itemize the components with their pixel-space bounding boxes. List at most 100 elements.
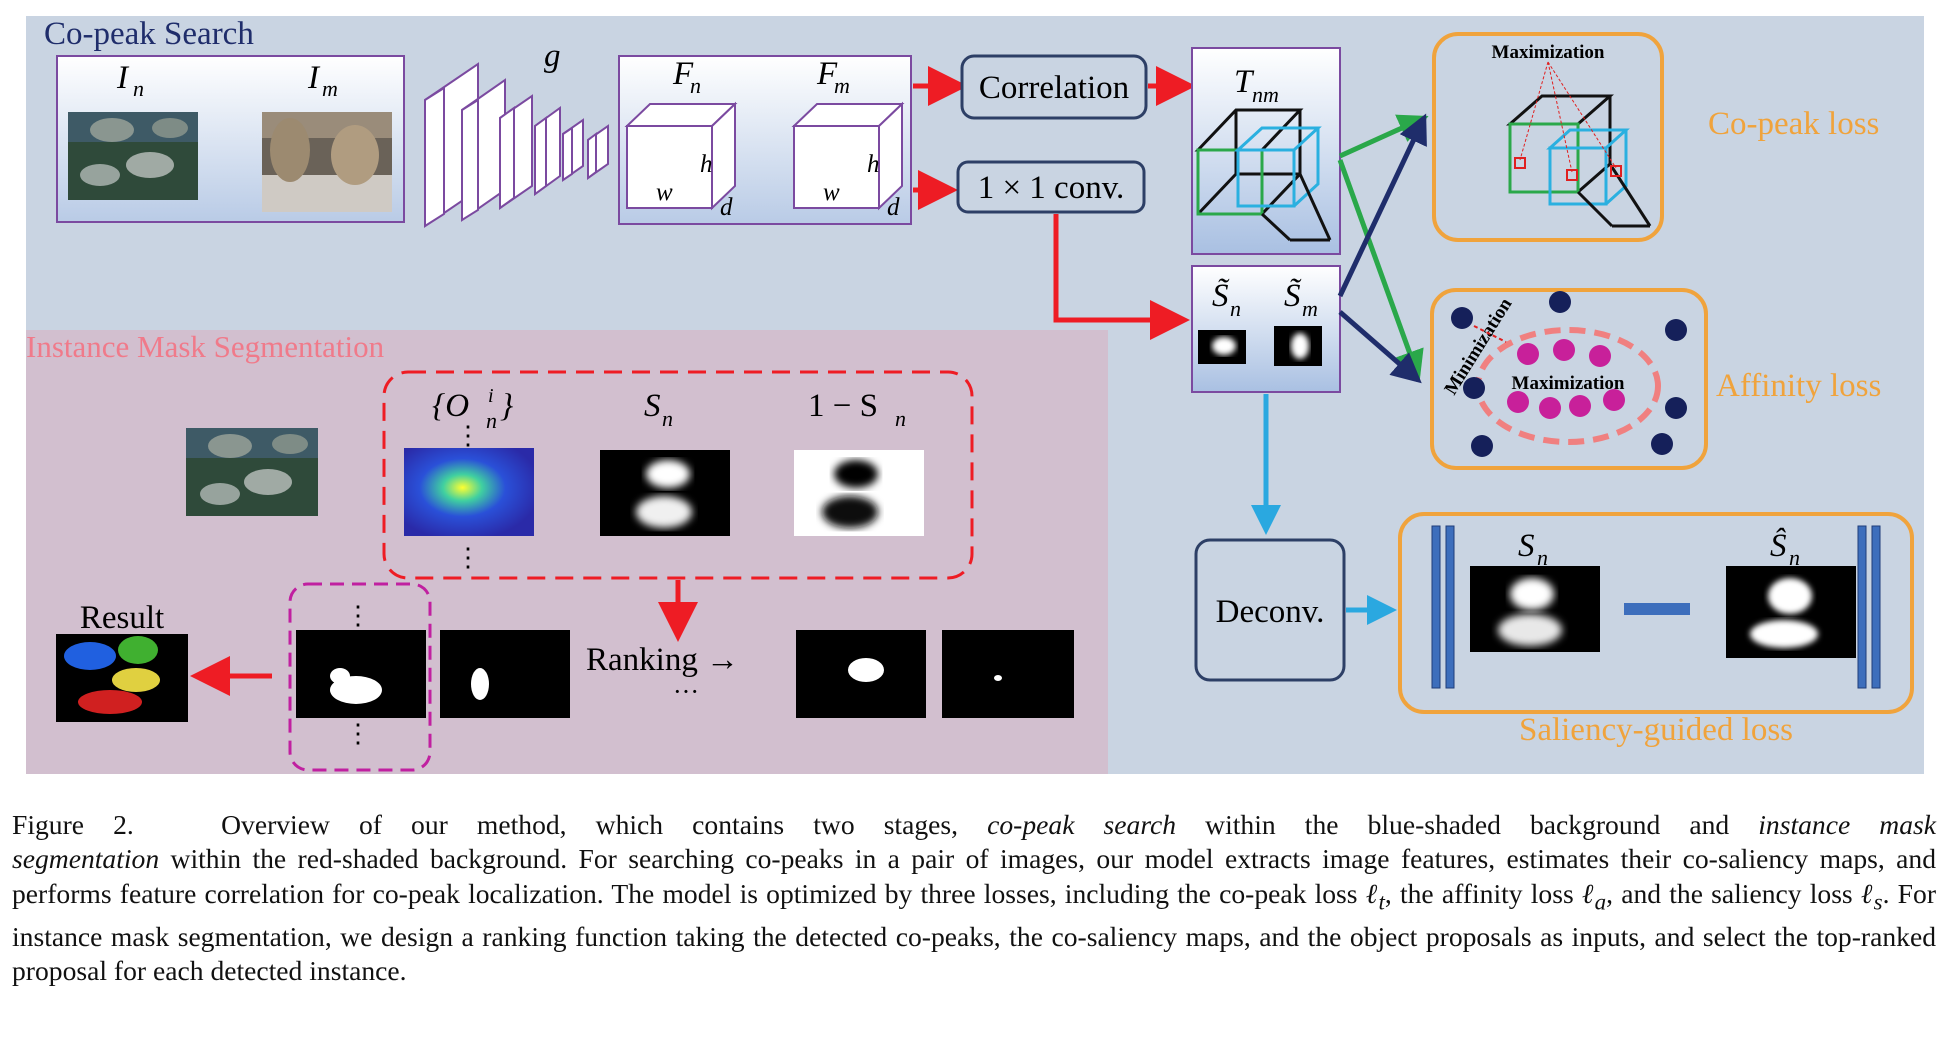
copeak-peak-marker-1 (1514, 157, 1526, 169)
correlation-box (960, 54, 1148, 120)
result-segmentation (56, 634, 188, 722)
caption-figure-label: Figure 2. (12, 809, 134, 840)
saliency-minus-bar (1624, 603, 1690, 615)
arrow-tnm-to-affinity (1337, 159, 1424, 381)
query-sheep-thumb (186, 428, 318, 516)
affinity-loss-label: Affinity loss (1716, 368, 1881, 404)
method-overview-figure: Co-peak Search Instance Mask Segmentatio… (26, 16, 1924, 774)
sn-subscript: n (662, 406, 673, 431)
image-n-subscript: n (133, 76, 144, 101)
selected-mask-1 (296, 630, 426, 718)
proposals-close: } (500, 388, 513, 424)
proposal-heatmap (404, 448, 534, 536)
caption-text-6: . For instance mask segmentation, we des… (12, 877, 1937, 987)
ranking-inputs-box (382, 370, 974, 580)
tnm-label: T (1234, 64, 1255, 100)
backbone-network: g (424, 38, 609, 228)
saliency-loss-label: Saliency-guided loss (1519, 712, 1793, 748)
caption-symbol-la: ℓ (1581, 877, 1595, 909)
minimization-arrow (1473, 325, 1507, 343)
proposals-sup: i (488, 385, 494, 407)
co-saliency-panel: S̃ n S̃ m (1191, 265, 1341, 393)
input-images-panel: I n I m (56, 55, 405, 223)
cube-n-w: w (656, 179, 673, 206)
proposals-sub: n (486, 408, 497, 433)
saliency-loss-hat-subscript: n (1789, 545, 1800, 570)
feature-m-label: F (816, 56, 838, 92)
caption-text-2: within the blue-shaded background and (1205, 809, 1730, 840)
sn-label: S (644, 388, 661, 424)
caption-italic-segmentation: segmentation (12, 843, 160, 875)
ranking-dots: ··· (673, 677, 699, 706)
cube-m-h: h (867, 151, 880, 178)
caption-symbol-ls: ℓ (1860, 877, 1874, 909)
caption-symbol-lt-sub: t (1378, 889, 1385, 915)
caption-italic-copeak: co-peak search (987, 809, 1177, 840)
copeak-loss-box: Maximization (1432, 32, 1664, 242)
tnm-wireframe (1194, 108, 1332, 242)
affinity-loss-box: Maximization Minimization (1430, 288, 1708, 470)
saliency-n-subscript: n (1230, 296, 1241, 321)
caption-symbol-lt: ℓ (1365, 877, 1379, 909)
copeak-peak-marker-2 (1566, 169, 1578, 181)
sheep-photo-m (262, 112, 392, 212)
cube-m-d: d (887, 194, 900, 221)
deconv-box (1194, 538, 1346, 682)
selected-proposal-box (288, 582, 432, 772)
saliency-loss-box: S n Ŝ n (1398, 512, 1914, 714)
copeak-peak-lines (1519, 61, 1617, 173)
feature-m-subscript: m (834, 73, 850, 98)
instance-segmentation-title: Instance Mask Segmentation (26, 329, 385, 364)
affinity-background-points (1451, 291, 1687, 457)
proposals-dots-bottom: ⋮ (455, 543, 481, 572)
figure-caption: Figure 2. Overview of our method, which … (12, 808, 1936, 989)
caption-symbol-la-sub: a (1594, 889, 1607, 915)
caption-text-4: , the affinity loss (1384, 877, 1574, 909)
correlation-label: Correlation (979, 70, 1129, 106)
feature-cube-n (624, 101, 738, 211)
selected-dots-top: ⋮ (345, 601, 371, 630)
affinity-foreground-points (1507, 339, 1625, 419)
caption-text-1: Overview of our method, which contains t… (221, 809, 959, 840)
arrow-to-saliency (1053, 214, 1190, 340)
caption-italic-instance: instance mask (1758, 809, 1937, 840)
caption-text-3: within the red-shaded background. For se… (12, 843, 1936, 909)
ranked-mask-1 (796, 630, 926, 718)
saliency-loss-sn-subscript: n (1537, 545, 1548, 570)
feature-maps-panel: F n F m h w d h w d (618, 55, 912, 225)
copeak-maximization-text: Maximization (1492, 42, 1605, 63)
sn-map (600, 450, 730, 536)
ranking-label: Ranking → (586, 642, 739, 678)
image-n-label: I (116, 60, 130, 96)
correlation-tensor-panel: T nm (1191, 47, 1341, 255)
saliency-m-subscript: m (1302, 296, 1318, 321)
ranked-mask-2 (942, 630, 1074, 718)
saliency-n-label: S̃ (1212, 276, 1230, 314)
cube-n-d: d (720, 194, 733, 221)
copeak-wireframe (1506, 94, 1652, 228)
saliency-loss-sn: S (1518, 528, 1535, 564)
saliency-loss-hat: Ŝ (1770, 526, 1787, 564)
image-m-subscript: m (322, 76, 338, 101)
selected-dots-bottom: ⋮ (345, 719, 371, 748)
cube-n-h: h (700, 151, 713, 178)
arrow-sal-to-copeak (1337, 113, 1427, 298)
saliency-m-label: S̃ (1284, 276, 1302, 314)
caption-text-5: , and the saliency loss (1606, 877, 1853, 909)
copeak-loss-label: Co-peak loss (1708, 106, 1879, 142)
arrow-sal-to-affinity (1338, 310, 1422, 384)
one-minus-sn-subscript: n (895, 406, 906, 431)
caption-symbol-ls-sub: s (1873, 889, 1883, 915)
conv-label: 1 × 1 conv. (978, 170, 1125, 206)
copeak-search-title: Co-peak Search (44, 16, 254, 52)
cube-m-w: w (823, 179, 840, 206)
proposals-label: {O (432, 388, 469, 424)
backbone-g-label: g (544, 38, 561, 74)
tnm-subscript: nm (1252, 82, 1279, 107)
deconv-label: Deconv. (1216, 594, 1325, 630)
feature-n-label: F (672, 56, 694, 92)
copeak-peak-marker-3 (1610, 165, 1622, 177)
image-m-label: I (307, 60, 321, 96)
proposals-dots-top: ⋮ (455, 421, 481, 450)
one-minus-sn-map (794, 450, 924, 536)
